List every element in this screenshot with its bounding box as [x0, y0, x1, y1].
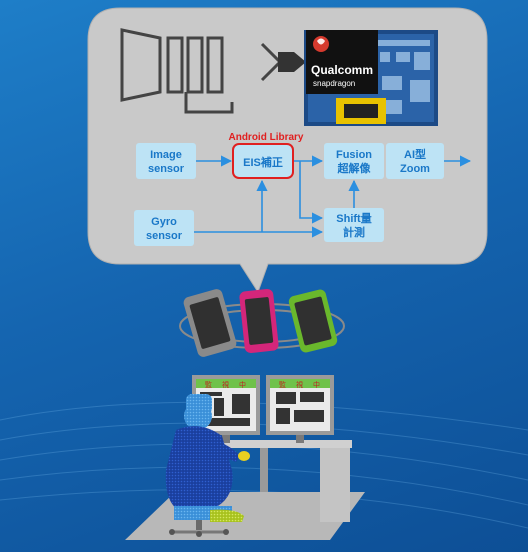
eis-box: EIS補正: [232, 143, 294, 179]
image-sensor-label-1: Image: [150, 149, 182, 161]
shift-box: Shift量 計測: [324, 208, 384, 242]
right-monitor-header-3: 中: [313, 380, 320, 389]
phone-green: [288, 289, 338, 353]
arrow-to-chip-icon: [278, 52, 306, 72]
ai-zoom-label-1: AI型: [404, 147, 426, 161]
left-monitor-header-1: 監: [205, 380, 212, 389]
fusion-label-2: 超解像: [337, 161, 372, 175]
phone-gray: [183, 289, 237, 357]
android-library-label: Android Library: [228, 132, 303, 143]
operator-figure: [165, 394, 250, 537]
left-monitor-header-2: 視: [222, 380, 229, 389]
image-sensor-label-2: sensor: [148, 163, 185, 175]
shift-label-1: Shift量: [336, 212, 371, 225]
snapdragon-logo-text: snapdragon: [313, 79, 355, 88]
circuit-board-image: [304, 30, 438, 126]
right-monitor-header-2: 視: [296, 380, 303, 389]
fusion-label-1: Fusion: [336, 149, 372, 161]
shift-label-2: 計測: [343, 225, 365, 239]
eis-label: EIS補正: [243, 155, 283, 169]
gyro-sensor-label-2: sensor: [146, 230, 183, 242]
flow-arrows: [194, 155, 472, 238]
right-monitor: [266, 375, 334, 443]
camera-optics-icon: [120, 28, 283, 114]
ai-zoom-box: AI型 Zoom: [386, 143, 444, 179]
image-sensor-box: Image sensor: [136, 143, 196, 179]
fusion-box: Fusion 超解像: [324, 143, 384, 179]
right-monitor-header-1: 監: [279, 380, 286, 389]
phone-pink: [239, 288, 279, 354]
left-monitor-header-3: 中: [239, 380, 246, 389]
qualcomm-logo-text: Qualcomm: [311, 63, 373, 77]
ai-zoom-label-2: Zoom: [400, 163, 430, 175]
gyro-sensor-label-1: Gyro: [151, 216, 177, 228]
gyro-sensor-box: Gyro sensor: [134, 210, 194, 246]
